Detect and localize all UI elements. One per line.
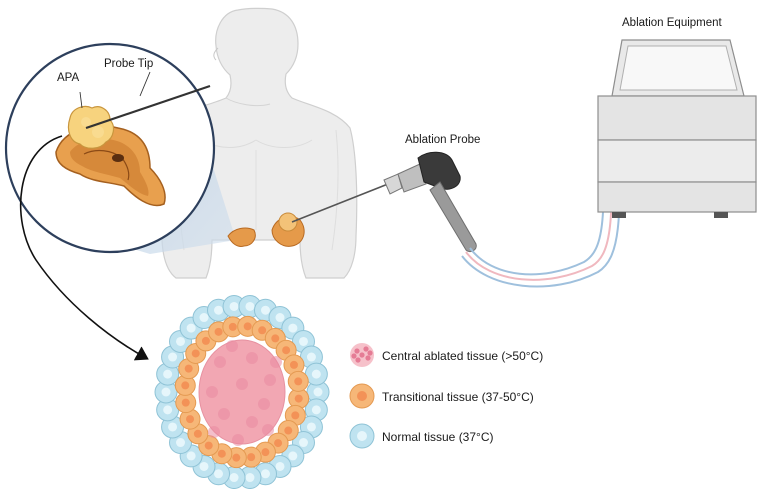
ablated-debris	[226, 340, 238, 352]
normal-cell-nucleus	[199, 313, 209, 323]
normal-cell-nucleus	[275, 313, 285, 323]
transitional-cell-nucleus	[204, 441, 213, 450]
label-apa: APA	[57, 72, 80, 84]
normal-cell-nucleus	[298, 438, 308, 448]
ablated-debris	[236, 378, 248, 390]
probe-cables	[461, 119, 621, 288]
legend-swatch-normal	[349, 423, 375, 449]
transitional-cell-nucleus	[228, 322, 237, 331]
normal-cell-nucleus	[311, 405, 321, 415]
transitional-cell-nucleus	[289, 360, 298, 369]
ablated-debris	[246, 352, 258, 364]
legend	[349, 343, 375, 449]
normal-cell-nucleus	[260, 469, 270, 479]
curved-arrow	[19, 135, 149, 361]
transitional-cell-nucleus	[291, 411, 300, 420]
normal-cell-nucleus	[214, 469, 224, 479]
ablated-debris	[258, 398, 270, 410]
legend-label-transitional: Transitional tissue (37-50°C)	[382, 390, 534, 404]
transitional-cell-nucleus	[258, 326, 267, 335]
normal-cell-nucleus	[229, 473, 239, 483]
normal-cell-nucleus	[163, 405, 173, 415]
transitional-cell-nucleus	[186, 415, 195, 424]
magnified-view	[4, 42, 216, 254]
normal-cell-nucleus	[298, 336, 308, 346]
normal-cell-nucleus	[229, 301, 239, 311]
ablated-debris	[264, 374, 276, 386]
ablation-zone-cross-section	[154, 294, 330, 489]
normal-cell-nucleus	[186, 451, 196, 461]
transitional-cell-nucleus	[193, 429, 202, 438]
transitional-cell-nucleus	[274, 439, 283, 448]
normal-cell-nucleus	[288, 451, 298, 461]
normal-cell-nucleus	[245, 301, 255, 311]
transitional-cell-nucleus	[181, 381, 190, 390]
adrenal-glands-in-body	[227, 212, 305, 247]
transitional-cell-nucleus	[261, 448, 270, 457]
transitional-cell-nucleus	[247, 453, 256, 462]
normal-cell-nucleus	[176, 336, 186, 346]
transitional-cell-nucleus	[271, 334, 280, 343]
label-ablation-equipment: Ablation Equipment	[622, 17, 722, 29]
normal-cell-nucleus	[245, 473, 255, 483]
probe-shaft	[291, 183, 389, 223]
transitional-cell-nucleus	[217, 449, 226, 458]
legend-label-normal: Normal tissue (37°C)	[382, 430, 494, 444]
transitional-cell-nucleus	[294, 394, 303, 403]
normal-cell-nucleus	[186, 323, 196, 333]
normal-cell-nucleus	[176, 438, 186, 448]
transitional-cell-nucleus	[282, 346, 291, 355]
ablated-debris	[232, 434, 244, 446]
ablated-debris	[262, 424, 274, 436]
normal-cell-nucleus	[306, 352, 316, 362]
legend-swatch-transitional	[349, 383, 375, 409]
label-ablation-probe: Ablation Probe	[405, 134, 481, 146]
transitional-cell-nucleus	[284, 426, 293, 435]
legend-label-ablated: Central ablated tissue (>50°C)	[382, 349, 544, 363]
normal-cell-nucleus	[161, 387, 171, 397]
transitional-cell-nucleus	[191, 349, 200, 358]
transitional-cell-nucleus	[181, 398, 190, 407]
ablation-equipment	[597, 39, 757, 218]
transitional-cell-nucleus	[294, 377, 303, 386]
normal-cell-nucleus	[214, 305, 224, 315]
label-probe-tip: Probe Tip	[104, 58, 154, 70]
normal-cell-nucleus	[311, 369, 321, 379]
ablated-debris	[218, 408, 230, 420]
transitional-cell-nucleus	[184, 364, 193, 373]
ablated-debris	[214, 356, 226, 368]
legend-swatch-ablated	[350, 343, 374, 367]
transitional-cell-nucleus	[243, 322, 252, 331]
ablation-probe-device	[383, 151, 477, 253]
normal-cell-nucleus	[199, 461, 209, 471]
ablated-debris	[208, 426, 220, 438]
transitional-cell-nucleus	[214, 327, 223, 336]
transitional-cell-nucleus	[201, 336, 210, 345]
normal-cell-nucleus	[163, 369, 173, 379]
normal-cell-nucleus	[288, 323, 298, 333]
ablated-debris	[246, 416, 258, 428]
normal-cell-nucleus	[306, 422, 316, 432]
normal-cell-nucleus	[260, 305, 270, 315]
ablated-debris	[270, 356, 282, 368]
normal-cell-nucleus	[168, 422, 178, 432]
normal-cell-nucleus	[275, 461, 285, 471]
ablated-debris	[206, 386, 218, 398]
normal-cell-nucleus	[313, 387, 323, 397]
transitional-cell-nucleus	[232, 453, 241, 462]
normal-cell-nucleus	[168, 352, 178, 362]
